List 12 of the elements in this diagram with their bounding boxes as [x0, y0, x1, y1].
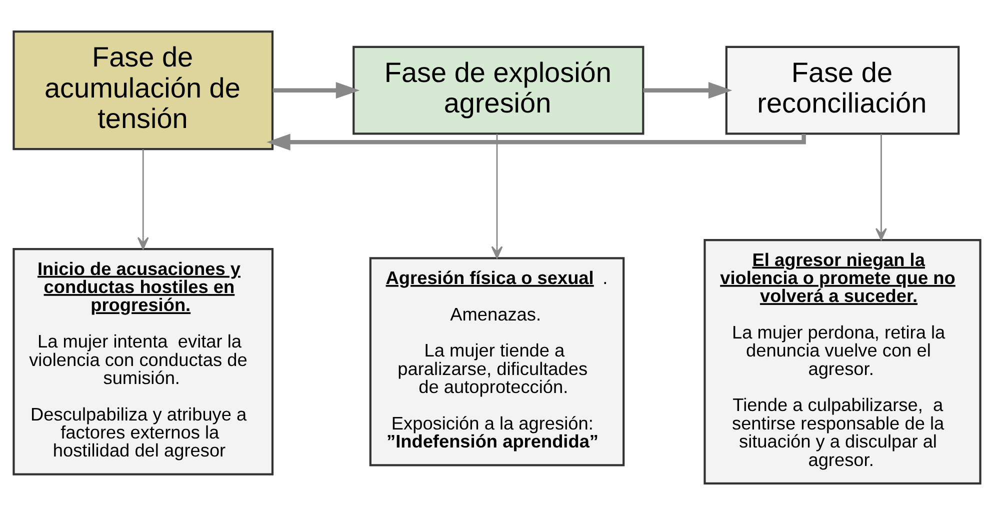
arrow: [875, 133, 887, 240]
arrow: [137, 148, 149, 249]
node-box: Fase de acumulación de tensión: [12, 30, 274, 150]
node-box: Inicio de acusaciones y conductas hostiles en progresión. La mujer intenta evitar la violencia con conductas de sumisión. Desculpabiliza y atribuye a factores externos la hostilidad del agresor: [12, 248, 274, 475]
node-box: Agresión física o sexual. Amenazas. La mujer tiende a paralizarse, dificultades de autoprotección. Exposición a la agresión: ”Indefensión aprendida”: [369, 256, 625, 466]
arrow: [272, 82, 360, 98]
node-box: Fase de reconciliación: [725, 45, 960, 134]
node-box: El agresor niegan la violencia o promete que no volverá a suceder. La mujer perdona, retira la denuncia vuelve con el agresor. Tiende a culpabilizarse, a sentirse responsable de la situación y a disculpar al agresor.: [704, 238, 982, 484]
arrow: [643, 82, 732, 98]
node-box: Fase de explosión agresión: [352, 45, 644, 134]
arrow: [491, 133, 503, 258]
arrow: [266, 133, 806, 150]
